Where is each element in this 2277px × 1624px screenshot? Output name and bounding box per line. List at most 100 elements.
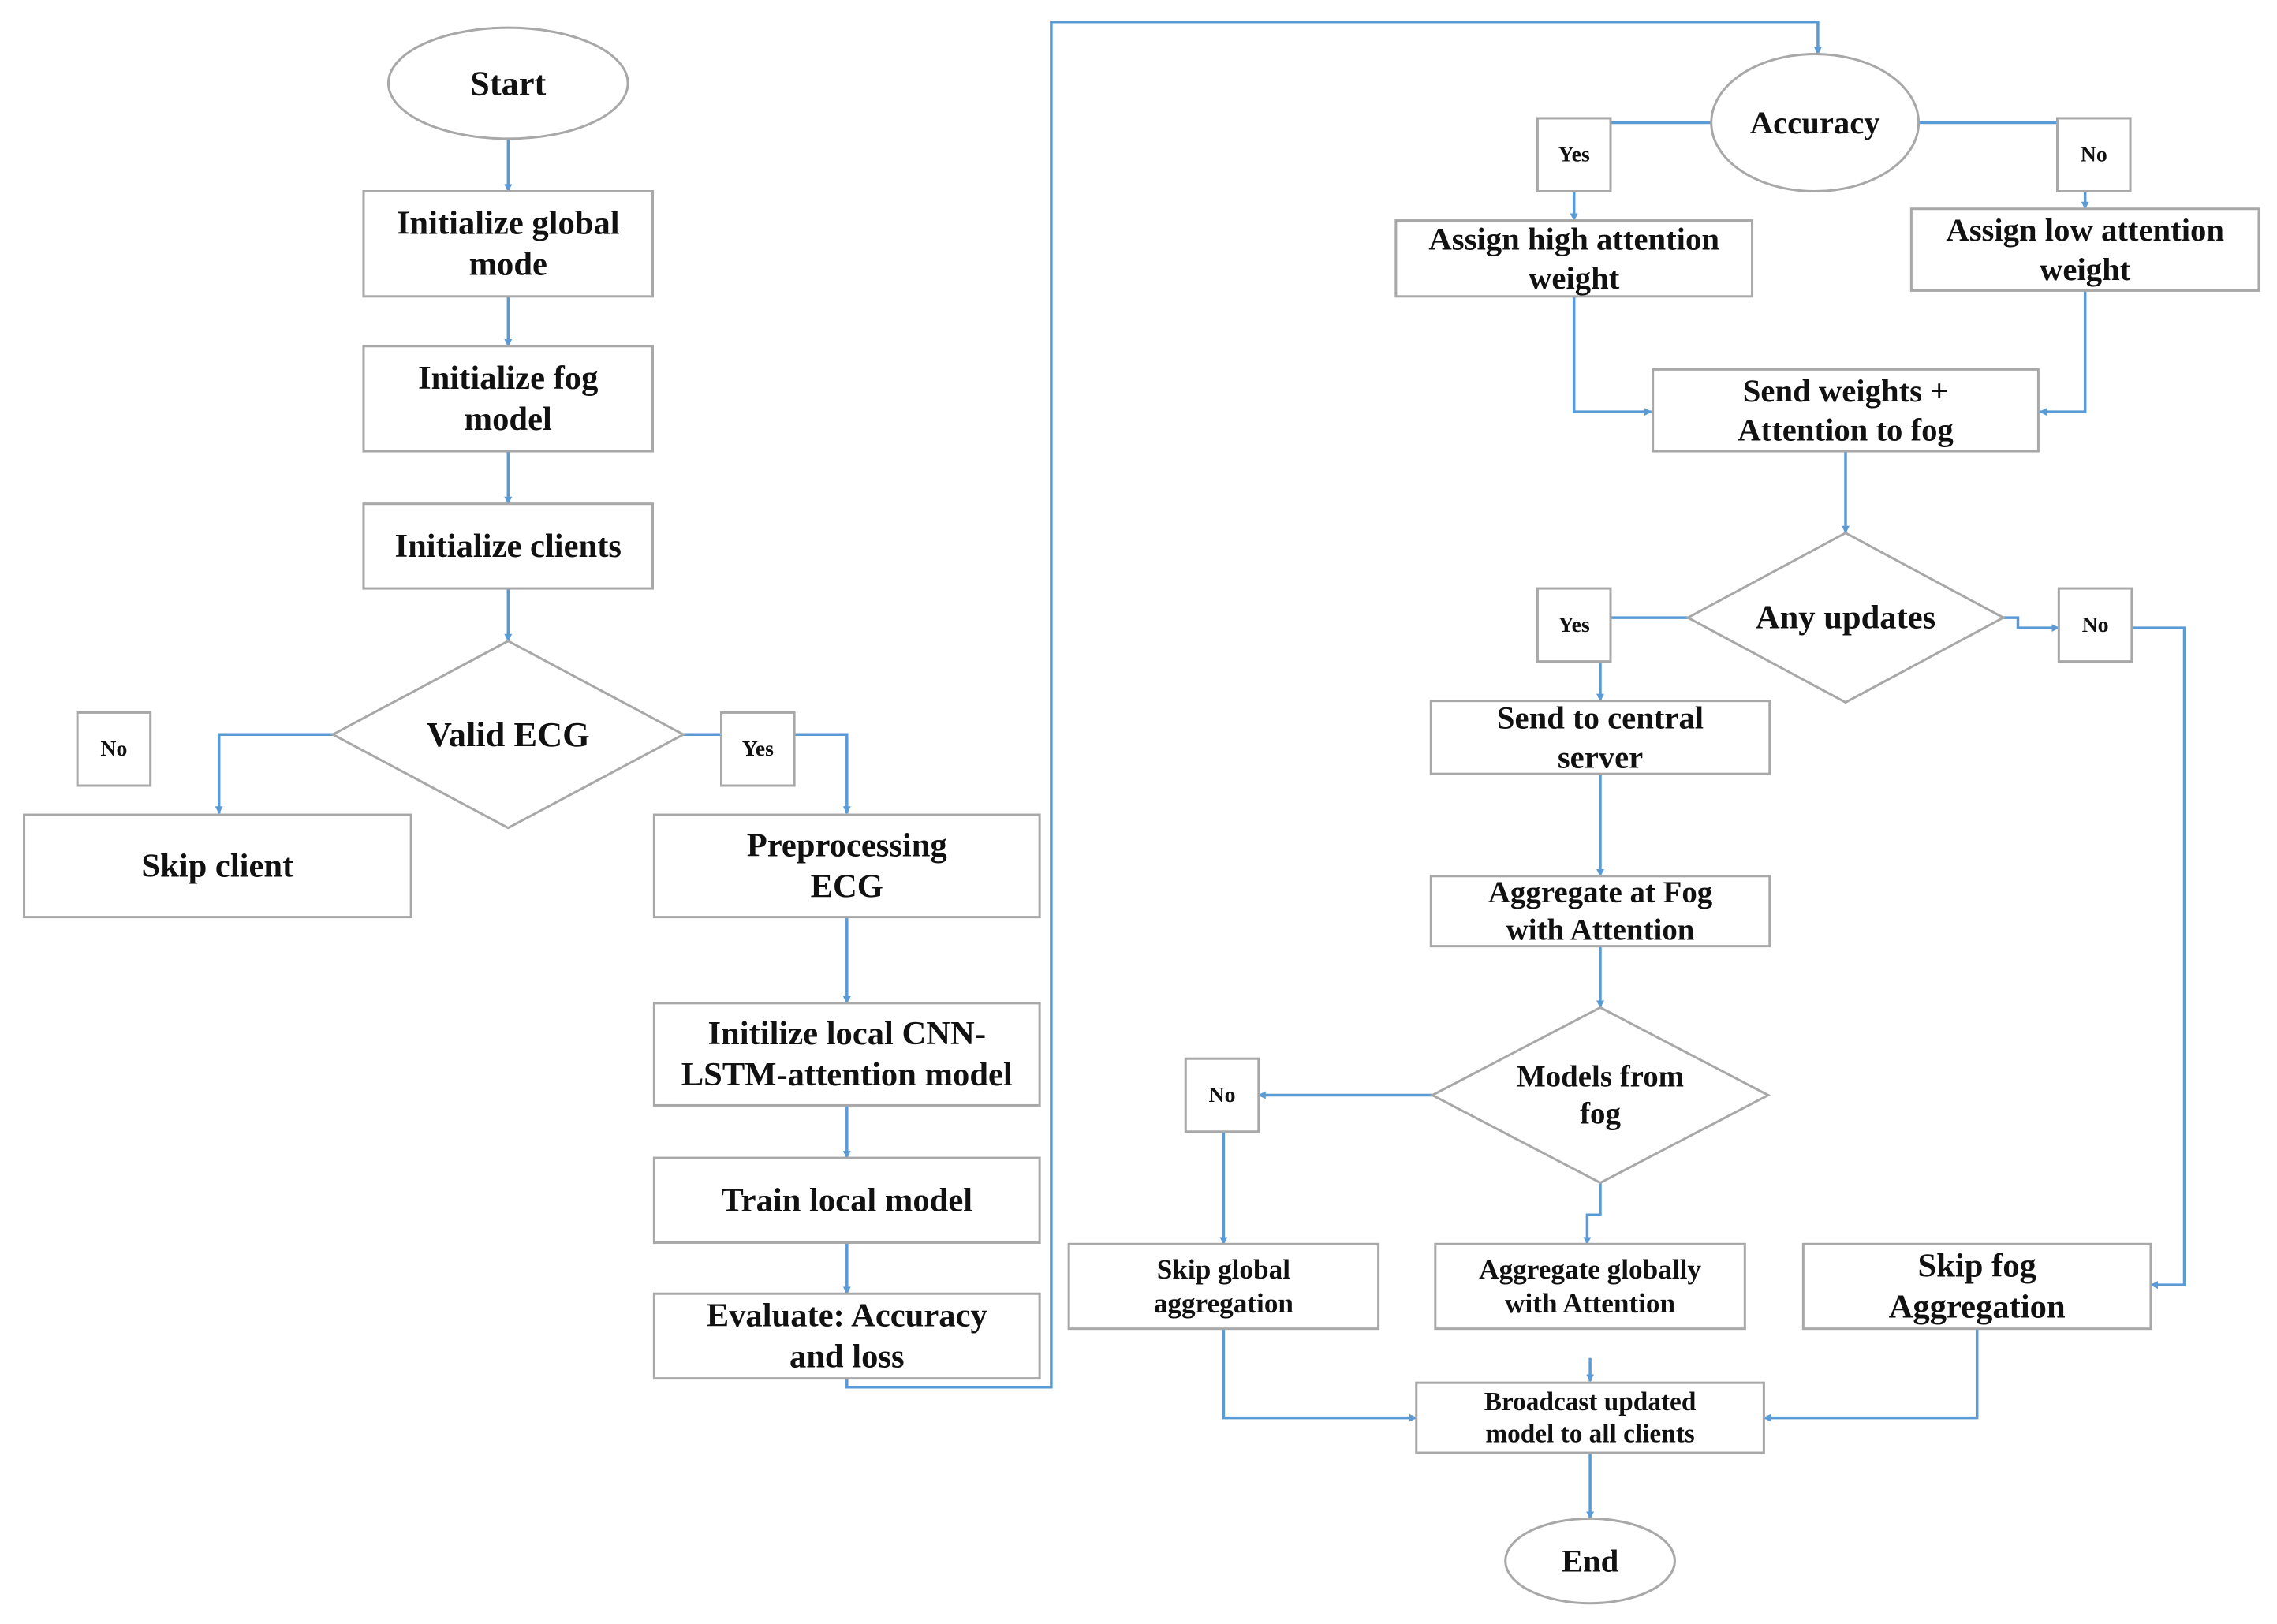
node-preprocessing-label: ECG [811, 868, 883, 905]
arrow-skip-global-to-broadcast [1222, 1328, 1417, 1422]
node-train-local: Train local model [652, 1156, 1041, 1244]
arrow-high-att-to-send-weights [1572, 296, 1652, 416]
node-broadcast-shape [1415, 1381, 1765, 1454]
node-no-models: No [1184, 1057, 1260, 1133]
node-no-valid-label: No [100, 737, 127, 761]
arrow-models-fog-to-agg-global [1583, 1182, 1602, 1245]
node-any-updates: Any updates [1685, 531, 2006, 704]
node-any-updates-label: Any updates [1756, 599, 1935, 637]
node-init-fog-shape [362, 345, 655, 453]
node-evaluate-shape [652, 1292, 1041, 1380]
node-init-fog-label: model [465, 401, 552, 438]
node-accuracy-label: Accuracy [1750, 105, 1880, 140]
node-skip-global-label: aggregation [1154, 1288, 1294, 1319]
node-agg-global-label: Aggregate globally [1479, 1254, 1701, 1285]
node-models-fog-shape [1429, 1006, 1771, 1185]
node-accuracy-shape [1710, 52, 1921, 193]
arrow-skip-fog-to-broadcast [1763, 1328, 1979, 1422]
node-skip-client: Skip client [23, 813, 412, 919]
node-no-upd: No [2057, 587, 2133, 663]
node-preprocessing-shape [652, 813, 1041, 919]
node-skip-fog-shape [1801, 1242, 2152, 1331]
node-send-central-label: server [1558, 739, 1643, 775]
node-low-att-label: Assign low attention [1946, 212, 2224, 248]
node-no-valid-shape [76, 711, 152, 787]
node-start-label: Start [470, 64, 546, 103]
node-end: End [1504, 1517, 1676, 1605]
node-valid-ecg-label: Valid ECG [427, 715, 590, 754]
node-agg-global-label: with Attention [1505, 1288, 1675, 1319]
node-init-local: Initilize local CNN- LSTM-attention model [652, 1002, 1041, 1107]
node-evaluate-label: and loss [789, 1338, 905, 1375]
node-no-acc: No [2055, 117, 2132, 193]
node-no-valid: No [76, 711, 152, 787]
node-agg-fog-label: Aggregate at Fog [1488, 875, 1713, 909]
node-high-att-shape [1394, 219, 1754, 298]
node-send-weights: Send weights + Attention to fog [1652, 368, 2040, 453]
node-low-att-label: weight [2040, 252, 2131, 287]
node-train-local-shape [652, 1156, 1041, 1244]
node-yes-upd: Yes [1536, 587, 1612, 663]
node-init-clients-shape [362, 502, 655, 590]
node-evaluate-label: Evaluate: Accuracy [707, 1297, 987, 1334]
node-no-upd-label: No [2082, 613, 2109, 637]
node-skip-fog-label: Skip fog [1917, 1248, 2036, 1285]
node-low-att: Assign low attention weight [1909, 207, 2260, 292]
arrow-valid-ecg-to-skip-client [215, 733, 334, 815]
node-start: Start [386, 26, 629, 140]
node-send-weights-shape [1652, 368, 2040, 453]
arrow-any-updates-to-send-central [1596, 616, 1689, 702]
arrow-low-att-to-send-weights [2039, 290, 2087, 416]
node-yes-upd-label: Yes [1558, 613, 1590, 637]
node-init-global-shape [362, 190, 655, 298]
node-accuracy: Accuracy [1710, 52, 1921, 193]
node-init-local-label: Initilize local CNN- [707, 1015, 986, 1052]
node-agg-global-shape [1434, 1242, 1746, 1331]
node-any-updates-shape [1685, 531, 2006, 704]
node-broadcast-label: Broadcast updated [1484, 1387, 1697, 1417]
arrow-evaluate-to-accuracy [845, 21, 1822, 1389]
node-valid-ecg: Valid ECG [330, 639, 686, 830]
node-skip-global-label: Skip global [1157, 1254, 1290, 1285]
node-preprocessing-label: Preprocessing [747, 827, 947, 864]
node-skip-fog-label: Aggregation [1889, 1288, 2066, 1325]
node-models-fog-label: fog [1580, 1097, 1621, 1131]
node-start-shape [386, 26, 629, 140]
node-low-att-shape [1909, 207, 2260, 292]
arrow-no-updates-to-skip-fog [2131, 626, 2186, 1290]
node-models-fog: Models from fog [1429, 1006, 1771, 1185]
node-end-shape [1504, 1517, 1676, 1605]
node-skip-client-label: Skip client [141, 847, 293, 884]
node-no-acc-label: No [2081, 143, 2107, 167]
node-high-att-label: Assign high attention [1428, 221, 1719, 256]
node-init-local-shape [652, 1002, 1041, 1107]
node-evaluate: Evaluate: Accuracy and loss [652, 1292, 1041, 1380]
node-no-models-shape [1184, 1057, 1260, 1133]
node-init-local-label: LSTM-attention model [681, 1056, 1013, 1093]
node-yes-acc-label: Yes [1558, 143, 1590, 167]
node-no-acc-shape [2055, 117, 2132, 193]
node-init-global-label: Initialize global [397, 205, 620, 242]
node-send-weights-label: Send weights + [1743, 373, 1949, 409]
node-send-central-label: Send to central [1497, 700, 1704, 736]
node-broadcast-label: model to all clients [1485, 1419, 1694, 1448]
node-models-fog-label: Models from [1517, 1059, 1684, 1093]
node-yes-valid-label: Yes [742, 737, 774, 761]
node-valid-ecg-shape [330, 639, 686, 830]
node-yes-acc: Yes [1536, 117, 1612, 193]
node-end-label: End [1562, 1544, 1619, 1579]
arrow-any-updates-to-skip-fog [2003, 616, 2060, 633]
node-send-weights-label: Attention to fog [1738, 413, 1953, 448]
node-skip-client-shape [23, 813, 412, 919]
